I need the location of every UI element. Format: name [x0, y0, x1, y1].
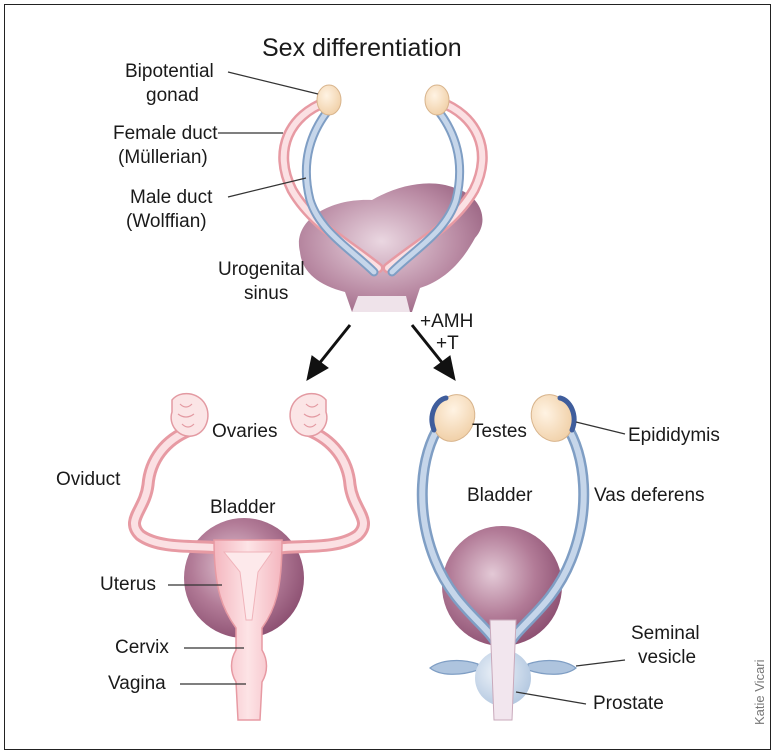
- label-vagina: Vagina: [108, 672, 166, 696]
- label-urogenital-sinus-line2: sinus: [244, 282, 288, 306]
- label-seminal-vesicle-line1: Seminal: [631, 622, 700, 646]
- label-prostate: Prostate: [593, 692, 664, 716]
- label-testes: Testes: [472, 420, 527, 444]
- bipotential-gonads: [317, 85, 449, 115]
- label-cervix: Cervix: [115, 636, 169, 660]
- label-t: +T: [436, 332, 459, 356]
- label-female-duct-line2: (Müllerian): [118, 146, 208, 170]
- label-ovaries: Ovaries: [212, 420, 277, 444]
- label-amh: +AMH: [420, 310, 473, 334]
- label-urogenital-sinus-line1: Urogenital: [218, 258, 305, 282]
- label-vas-deferens: Vas deferens: [594, 484, 705, 508]
- label-female-duct-line1: Female duct: [113, 122, 218, 146]
- label-bladder-male: Bladder: [467, 484, 533, 508]
- label-seminal-vesicle-line2: vesicle: [638, 646, 696, 670]
- label-bipotential-gonad-line2: gonad: [146, 84, 199, 108]
- label-male-duct-line1: Male duct: [130, 186, 212, 210]
- diagram-title: Sex differentiation: [262, 34, 462, 63]
- label-bladder-female: Bladder: [210, 496, 276, 520]
- label-epididymis: Epididymis: [628, 424, 720, 448]
- leader-lines-top: [218, 72, 318, 197]
- label-male-duct-line2: (Wolffian): [126, 210, 207, 234]
- artist-credit: Katie Vicari: [752, 659, 767, 725]
- label-oviduct: Oviduct: [56, 468, 120, 492]
- label-bipotential-gonad-line1: Bipotential: [125, 60, 214, 84]
- label-uterus: Uterus: [100, 573, 156, 597]
